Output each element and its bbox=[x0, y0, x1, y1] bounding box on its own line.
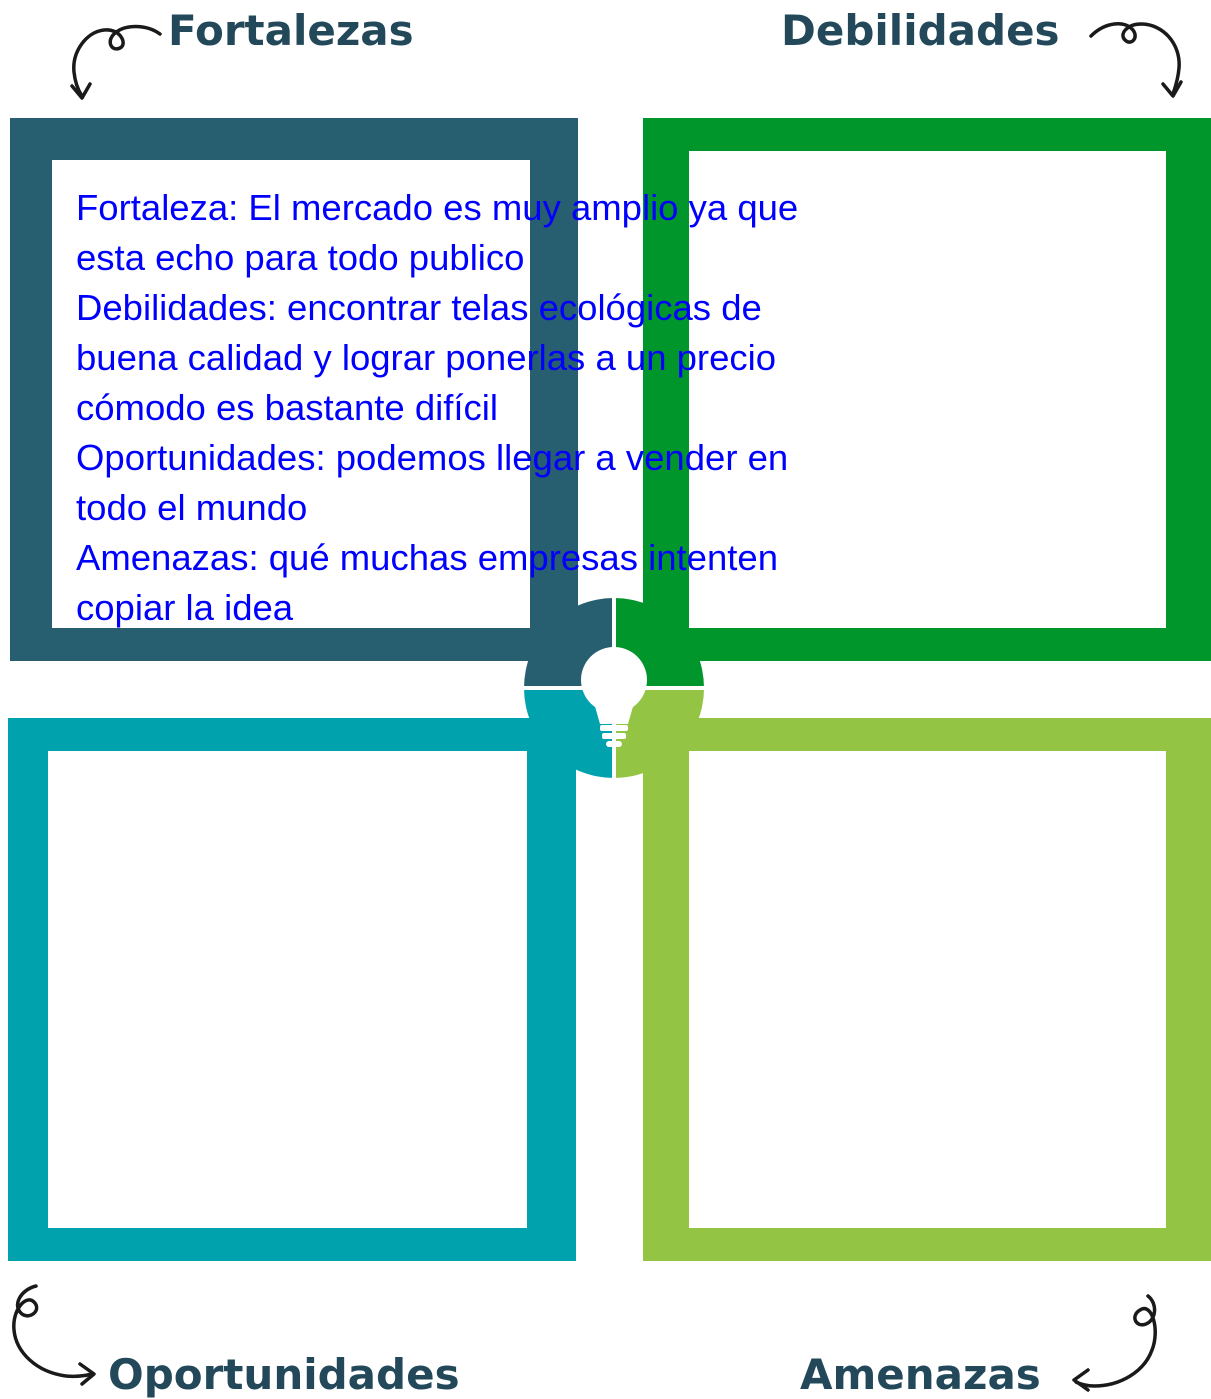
note-line: copiar la idea bbox=[76, 587, 294, 628]
curly-arrow-icon bbox=[1072, 1294, 1157, 1392]
note-line: Amenazas: qué muchas empresas intenten bbox=[76, 537, 779, 578]
note-line: esta echo para todo publico bbox=[76, 237, 525, 278]
strengths-title: Fortalezas bbox=[168, 6, 414, 55]
strengths-box bbox=[10, 118, 578, 661]
threats-box bbox=[643, 718, 1211, 1261]
weaknesses-box bbox=[643, 118, 1211, 661]
swot-note: Fortaleza: El mercado es muy amplio ya q… bbox=[76, 183, 798, 633]
center-hub bbox=[524, 598, 704, 778]
curly-arrow-icon bbox=[12, 1284, 96, 1386]
threats-title: Amenazas bbox=[800, 1350, 1041, 1399]
opportunities-title: Oportunidades bbox=[108, 1350, 460, 1399]
curly-arrow-icon bbox=[1089, 22, 1183, 98]
curly-arrow-icon bbox=[70, 24, 162, 100]
note-line: Fortaleza: El mercado es muy amplio ya q… bbox=[76, 187, 799, 228]
lightbulb-icon bbox=[581, 647, 647, 747]
weaknesses-title: Debilidades bbox=[781, 6, 1060, 55]
opportunities-box bbox=[8, 718, 576, 1261]
note-line: Debilidades: encontrar telas ecológicas … bbox=[76, 287, 762, 328]
note-line: Oportunidades: podemos llegar a vender e… bbox=[76, 437, 789, 478]
note-line: cómodo es bastante difícil bbox=[76, 387, 499, 428]
note-line: buena calidad y lograr ponerlas a un pre… bbox=[76, 337, 777, 378]
note-line: todo el mundo bbox=[76, 487, 308, 528]
